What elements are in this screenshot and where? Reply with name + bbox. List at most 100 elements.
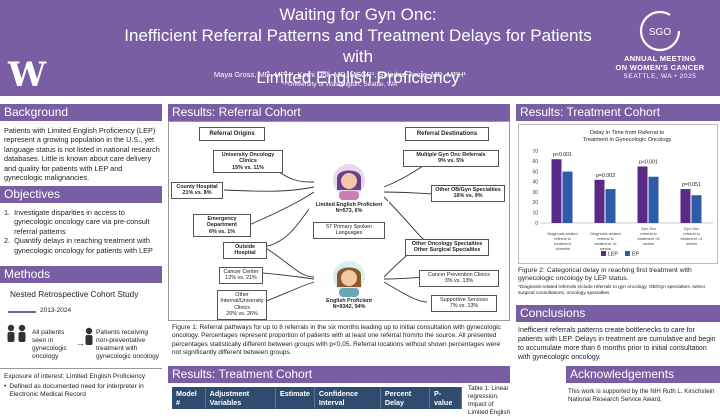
referral-heading: Results: Referral Cohort (168, 104, 510, 121)
divider (0, 368, 162, 369)
methods-panel: Nested Retrospective Cohort Study 2013-2… (0, 289, 162, 405)
chart-title: Delay in Time from Referral to (590, 130, 664, 136)
y-tick-label: 40 (532, 180, 538, 186)
table-col-header: Confidence Interval (314, 387, 381, 409)
exposure-bullet: •Defined as documented need for interpre… (4, 383, 144, 399)
background-heading: Background (0, 104, 162, 121)
category-label: weeks (600, 246, 611, 251)
category-label: Gyn Onc (641, 226, 656, 231)
ack-body: This work is supported by the NIH Ruth L… (568, 388, 718, 404)
conclusions-heading: Conclusions (516, 305, 720, 322)
objective-item: 1.Investigate disparities in access to g… (4, 208, 150, 236)
table-col-header: Model # (172, 387, 206, 409)
methods-heading: Methods (0, 266, 162, 283)
treatment-fig-note: *Diagnosis-related referrals include ref… (518, 285, 705, 296)
patients-group-icon (7, 324, 26, 342)
author-block: Maya Gross, MD, MPH¹, Kemi Doll, MD, MSC… (150, 70, 530, 90)
authors: Maya Gross, MD, MPH¹, Kemi Doll, MD, MSC… (213, 70, 467, 79)
sgo-abbr: SGO (649, 27, 671, 38)
regression-table: Model # Adjustment Variables Estimate Co… (172, 387, 463, 409)
category-label: weeks (686, 241, 697, 246)
category-label: Gyn Onc (684, 226, 699, 231)
category-label: treatment >6 (595, 241, 617, 246)
bar-lep (680, 189, 691, 223)
methods-subheading: Nested Retrospective Cohort Study (10, 290, 139, 299)
lep-patient-avatar-icon (333, 164, 365, 200)
table-header-row: Model # Adjustment Variables Estimate Co… (172, 387, 463, 409)
background-body: Patients with Limited English Proficienc… (4, 126, 160, 183)
referral-diagram: Referral Origins Referral Destinations U… (168, 121, 510, 321)
bar-lep (551, 159, 562, 223)
objectives-list: 1.Investigate disparities in access to g… (4, 208, 160, 256)
legend-label-lep: LEP (608, 252, 618, 258)
category-label: treatment >6 (638, 236, 660, 241)
category-label: referral to (597, 236, 614, 241)
table-col-header: P-value (429, 387, 463, 409)
sgo-line-3: SEATTLE, WA • 2025 (623, 73, 697, 80)
category-label: Diagnosis-related (547, 231, 577, 236)
exposure-title: Exposure of interest: Limited English Pr… (4, 373, 146, 380)
methods-all-patients: All patients seen in gynecologic oncolog… (32, 329, 67, 360)
patient-icon (85, 327, 93, 345)
poster-title: Waiting for Gyn Onc: Inefficient Referra… (108, 4, 608, 88)
uw-logo: W (8, 55, 47, 95)
origin-outside: Outside Hospital (223, 242, 267, 259)
sgo-logo: SGO ANNUAL MEETING ON WOMEN'S CANCER SEA… (602, 8, 718, 96)
title-line-3: Limited English Proficiency (256, 68, 460, 87)
bar-ep (562, 171, 573, 223)
table-col-header: Estimate (275, 387, 315, 409)
sgo-line-2: ON WOMEN'S CANCER (615, 63, 705, 72)
ack-heading: Acknowledgements (566, 366, 720, 383)
delay-chart-svg: Delay in Time from Referral toTreatment … (532, 130, 713, 258)
category-label: referral to (683, 231, 700, 236)
category-label: weeks (643, 241, 654, 246)
sgo-ring-icon: SGO (639, 10, 681, 52)
p-value-label: p=0.003 (596, 173, 615, 179)
treatment-heading: Results: Treatment Cohort (516, 104, 720, 121)
table-caption: Table 1: Linear regression. Impact of Li… (468, 385, 510, 416)
title-line-2: Inefficient Referral Patterns and Treatm… (124, 26, 592, 66)
objective-item: 2.Quantify delays in reaching treatment … (4, 236, 153, 255)
objectives-heading: Objectives (0, 186, 162, 203)
y-tick-label: 70 (532, 149, 538, 155)
bar-lep (594, 179, 605, 223)
ep-patient-avatar-icon (333, 261, 365, 297)
bar-ep (648, 176, 659, 223)
bar-ep (691, 195, 702, 223)
table-col-header: Adjustment Variables (205, 387, 276, 409)
bar-ep (605, 189, 616, 223)
category-label: treatment (554, 241, 571, 246)
category-label: referral to (554, 236, 571, 241)
y-tick-label: 0 (535, 221, 538, 227)
referral-destinations-label: Referral Destinations (405, 127, 489, 141)
table-col-header: Percent Delay (380, 387, 430, 409)
bar-lep (637, 166, 648, 223)
y-tick-label: 10 (532, 211, 538, 217)
category-label: treatment >4 (681, 236, 704, 241)
legend-swatch-lep (601, 251, 606, 256)
affiliation: ⁽¹⁾University of Washington, Seattle, WA (282, 81, 398, 88)
treatment-fig-caption: Figure 2: Categorical delay in reaching … (518, 267, 692, 283)
p-value-label: p<0.001 (639, 159, 658, 165)
y-tick-label: 30 (532, 190, 538, 196)
p-value-label: p=0.051 (682, 182, 701, 188)
category-label: Diagnosis-related (590, 231, 620, 236)
referral-origins-label: Referral Origins (199, 127, 265, 141)
p-value-label: p<0.001 (553, 152, 572, 158)
referral-caption: Figure 1: Referral pathways for up to 8 … (172, 324, 501, 357)
y-tick-label: 60 (532, 159, 538, 165)
methods-years: 2013-2024 (40, 307, 72, 314)
treatment-table-heading: Results: Treatment Cohort (168, 366, 510, 383)
lep-languages: 57 Primary Spoken Languages (313, 222, 385, 239)
title-line-1: Waiting for Gyn Onc: (279, 5, 437, 24)
timeline-icon (8, 311, 36, 313)
